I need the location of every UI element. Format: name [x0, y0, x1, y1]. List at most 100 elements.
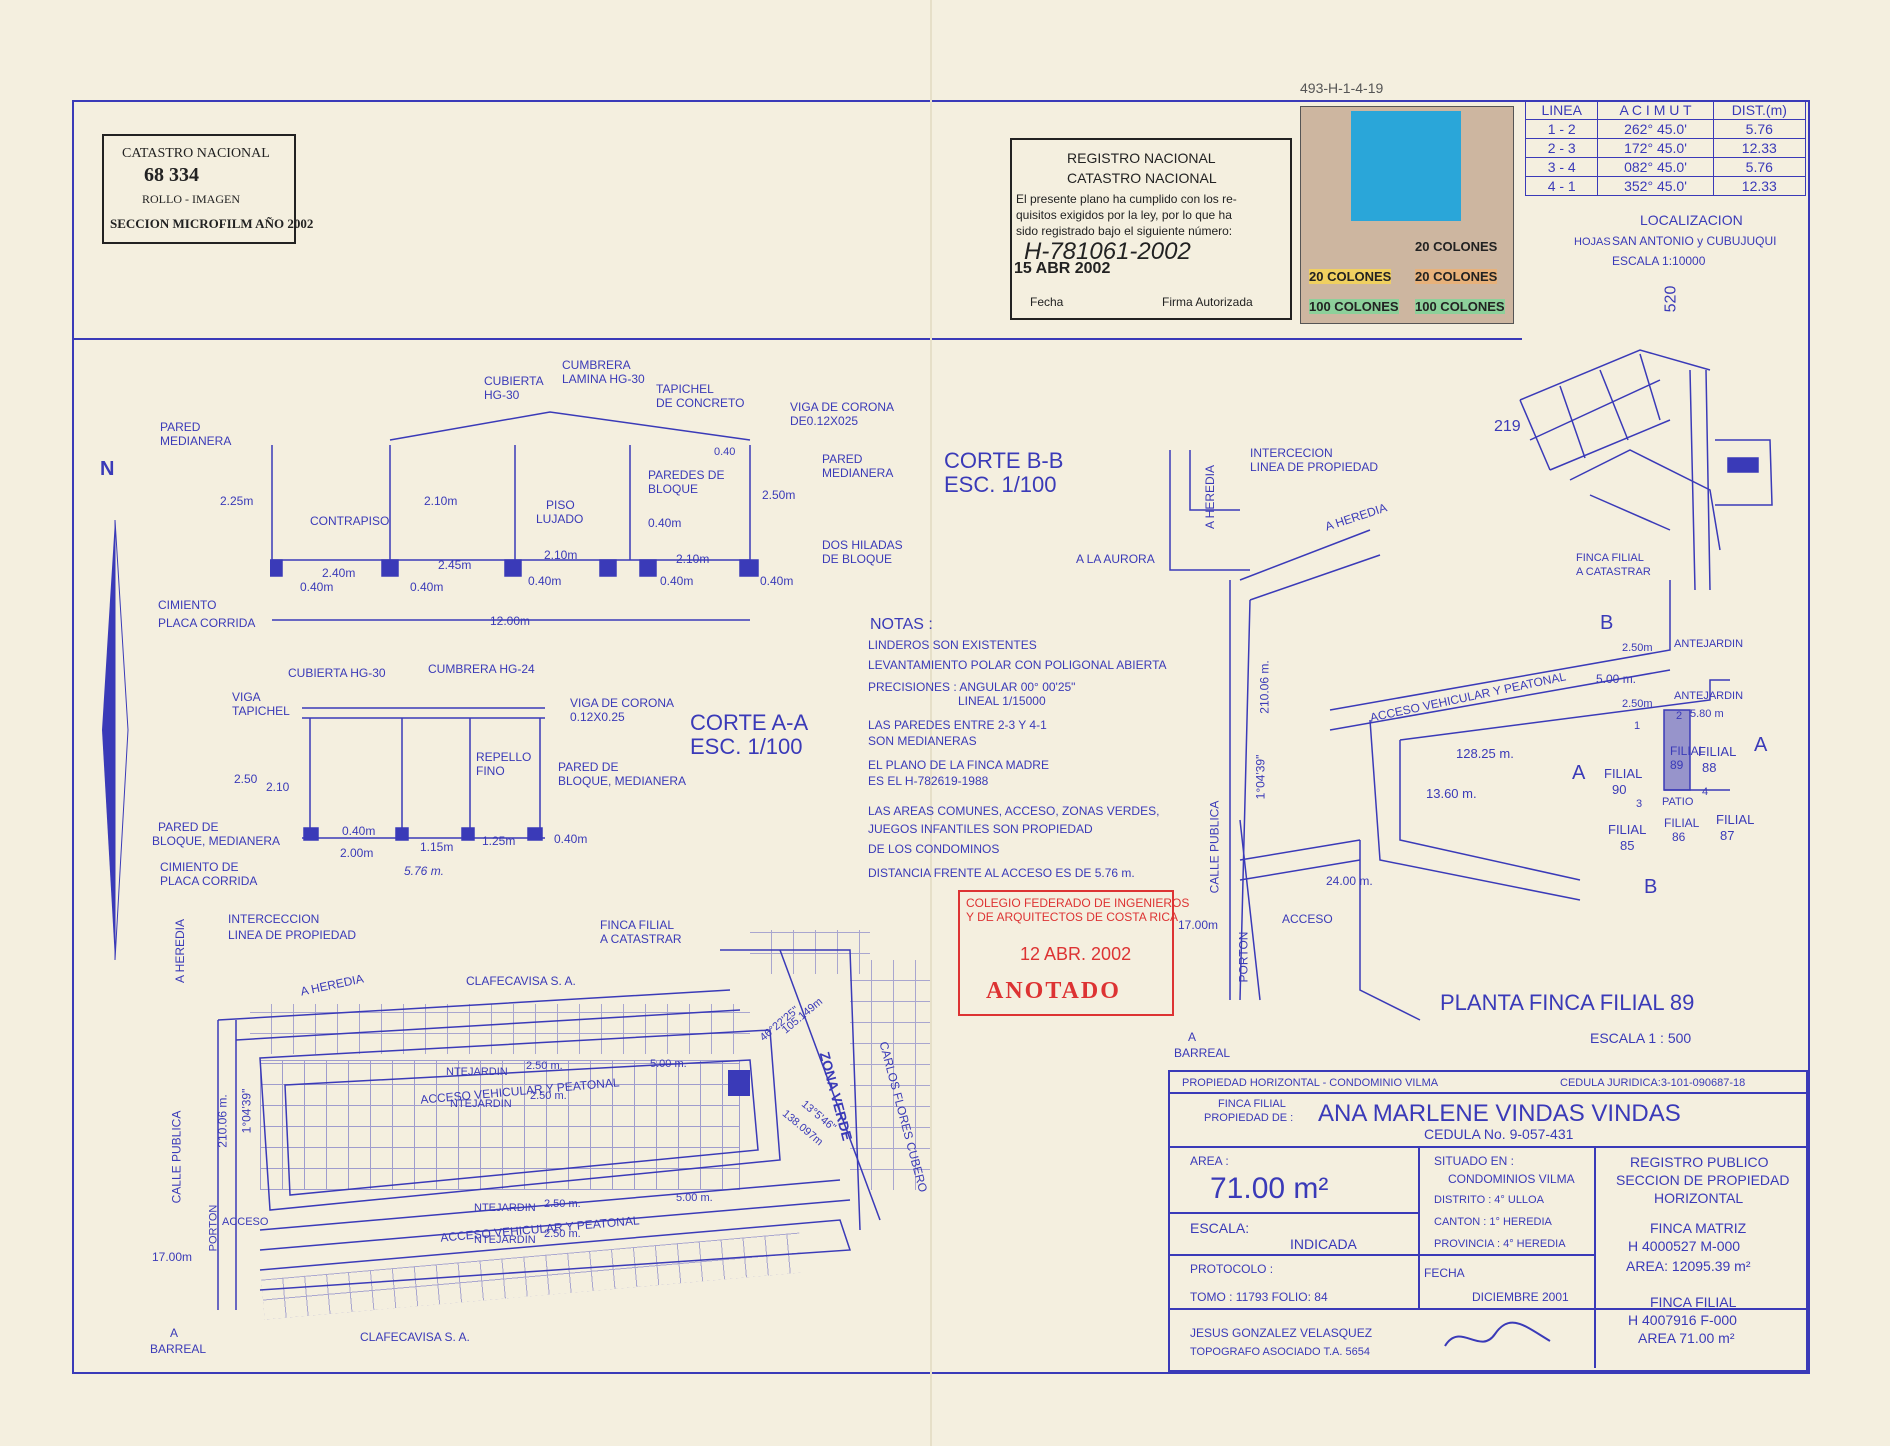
tb-cedula: CEDULA No. 9-057-431: [1424, 1126, 1574, 1142]
azimuth-cell: 3 - 4: [1524, 157, 1599, 177]
site-label: BARREAL: [150, 1342, 207, 1356]
location-place: SAN ANTONIO y CUBUJUQUI: [1612, 234, 1777, 248]
azimuth-cell: 12.33: [1712, 176, 1807, 196]
bb-label: 2.50m: [762, 488, 796, 502]
planta-label: 210.06 m.: [1257, 660, 1272, 714]
target-lot-89: [728, 1070, 750, 1096]
bb-label: 0.40m: [760, 574, 794, 588]
colegio-line2: Y DE ARQUITECTOS DE COSTA RICA: [966, 910, 1179, 924]
nota-line: LEVANTAMIENTO POLAR CON POLIGONAL ABIERT…: [868, 658, 1167, 672]
site-label: INTERCECCION: [228, 912, 320, 926]
bb-label: 2.25m: [220, 494, 254, 508]
registro-fecha-label: Fecha: [1030, 295, 1064, 309]
registro-body2: quisitos exigidos por la ley, por lo que…: [1016, 208, 1232, 222]
tb-condominio: CONDOMINIOS VILMA: [1448, 1172, 1575, 1186]
planta-label: ACCESO: [1282, 912, 1333, 926]
tb-surveyor-title: TOPOGRAFO ASOCIADO T.A. 5654: [1190, 1346, 1370, 1358]
bb-label: TAPICHEL: [656, 382, 714, 396]
azimuth-header-dist: DIST.(m): [1712, 100, 1807, 120]
azimuth-cell: 4 - 1: [1524, 176, 1599, 196]
site-lots-right: [850, 960, 930, 1190]
tb-filial-area: AREA 71.00 m²: [1638, 1330, 1735, 1346]
site-label: 5.00 m.: [650, 1058, 687, 1070]
tb-line: [1168, 1308, 1806, 1310]
bb-label: DE CONCRETO: [656, 396, 745, 410]
bb-label: LUJADO: [536, 512, 584, 526]
tb-surveyor: JESUS GONZALEZ VELASQUEZ: [1190, 1326, 1373, 1340]
tb-fecha-value: DICIEMBRE 2001: [1472, 1290, 1569, 1304]
bb-label: 12.00m: [490, 614, 531, 628]
planta-label: INTERCECION: [1250, 446, 1333, 460]
bb-label: CONTRAPISO: [310, 514, 390, 528]
site-label: A CATASTRAR: [600, 932, 682, 946]
aa-label: CIMIENTO DE: [160, 860, 239, 874]
planta-label: 3: [1636, 798, 1643, 810]
planta-label: 5.80 m: [1690, 708, 1724, 720]
site-label: NTEJARDIN: [450, 1098, 512, 1110]
nota-line: LINDEROS SON EXISTENTES: [868, 638, 1037, 652]
bb-label: CUMBRERA: [562, 358, 631, 372]
location-hojas: HOJAS: [1574, 236, 1611, 248]
tb-filial-label: FINCA FILIAL: [1650, 1294, 1737, 1310]
corte-aa-title: CORTE A-A: [690, 710, 809, 735]
tb-header-left: PROPIEDAD HORIZONTAL - CONDOMINIO VILMA: [1182, 1077, 1439, 1089]
planta-label: 2.50m: [1622, 642, 1653, 654]
tb-line: [1168, 1212, 1418, 1214]
aa-label: 0.12X0.25: [570, 710, 625, 724]
notas-title: NOTAS :: [870, 616, 933, 633]
aa-label: PARED DE: [158, 820, 219, 834]
registro-date: 15 ABR 2002: [1014, 260, 1111, 277]
planta-label: B: [1644, 876, 1658, 898]
nota-line: SON MEDIANERAS: [868, 734, 977, 748]
azimuth-cell: 5.76: [1712, 157, 1807, 177]
bb-label: 2.40m: [322, 566, 356, 580]
tb-fecha-label: FECHA: [1424, 1266, 1465, 1280]
tb-matriz-label: FINCA MATRIZ: [1650, 1220, 1747, 1236]
planta-label: A LA AURORA: [1076, 552, 1155, 566]
azimuth-cell: 2 - 3: [1524, 138, 1599, 158]
registro-body1: El presente plano ha cumplido con los re…: [1016, 192, 1237, 206]
aa-label: 2.10: [266, 780, 290, 794]
azimuth-header-linea: LINEA: [1524, 100, 1599, 120]
aa-label: BLOQUE, MEDIANERA: [152, 834, 281, 848]
planta-label: 17.00m: [1178, 918, 1219, 932]
catastro-number: 68 334: [144, 164, 199, 186]
aa-label: 0.40m: [554, 832, 588, 846]
catastro-title: CATASTRO NACIONAL: [122, 146, 270, 161]
site-label: 2.50 m.: [544, 1228, 581, 1240]
tb-matriz-no: H 4000527 M-000: [1628, 1238, 1741, 1254]
azimuth-cell: 5.76: [1712, 119, 1807, 139]
bb-label: 2.10m: [676, 552, 710, 566]
stamp-20-colones-2: 20 COLONES: [1309, 269, 1392, 284]
nota-line: DE LOS CONDOMINOS: [868, 842, 1000, 856]
tb-escala-label: ESCALA:: [1190, 1220, 1250, 1236]
site-label: CALLE PUBLICA: [169, 1110, 184, 1204]
bb-label: CIMIENTO: [158, 598, 217, 612]
site-label: 2.50 m.: [530, 1090, 567, 1102]
tb-area-value: 71.00 m²: [1210, 1172, 1329, 1205]
site-plan-drawing: [217, 949, 881, 1310]
azimuth-header-acimut: A C I M U T: [1597, 100, 1714, 120]
tb-escala-value: INDICADA: [1290, 1236, 1357, 1252]
planta-label: 87: [1720, 828, 1735, 843]
site-label: 1°04'39": [239, 1088, 254, 1134]
tb-line: [1168, 1254, 1418, 1256]
site-label: 2.50 m.: [526, 1060, 563, 1072]
planta-label: 5.00 m.: [1596, 672, 1637, 686]
planta-label: PORTON: [1236, 931, 1251, 983]
stamp-20-colones-1: 20 COLONES: [1415, 239, 1498, 254]
planta-label: A: [1754, 734, 1768, 756]
tb-line: [1168, 1092, 1806, 1094]
aa-label: TAPICHEL: [232, 704, 290, 718]
planta-label: 4: [1702, 786, 1709, 798]
aa-label: BLOQUE, MEDIANERA: [558, 774, 687, 788]
bb-label: CUBIERTA: [484, 374, 544, 388]
corte-bb-drawing: [270, 411, 759, 621]
nota-line: JUEGOS INFANTILES SON PROPIEDAD: [868, 822, 1093, 836]
nota-line: LAS AREAS COMUNES, ACCESO, ZONAS VERDES,: [868, 804, 1160, 818]
location-scale: ESCALA 1:10000: [1612, 254, 1706, 268]
